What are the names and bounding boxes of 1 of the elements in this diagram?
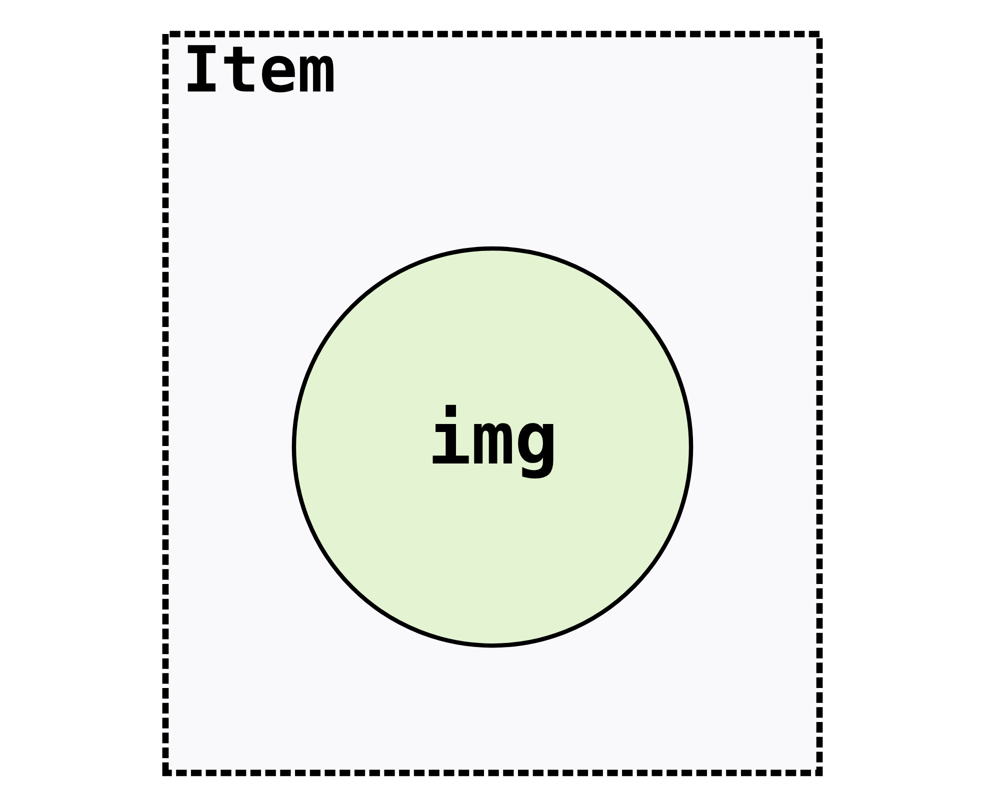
node-circle: img [292,246,694,648]
